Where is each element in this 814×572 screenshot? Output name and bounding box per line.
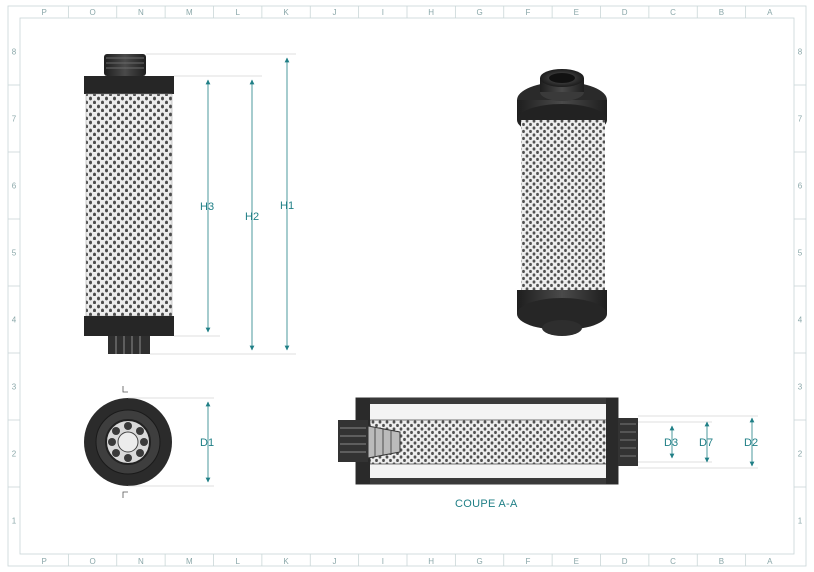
section-dimension-lines xyxy=(638,415,758,469)
grid-col-label-bottom: L xyxy=(235,557,240,566)
filter-front-view xyxy=(84,54,174,354)
grid-col-label-top: B xyxy=(719,8,724,17)
filter-top-view xyxy=(84,386,172,498)
grid-row-label-left: 5 xyxy=(12,249,17,258)
dimension-d1-label: D1 xyxy=(200,437,214,449)
grid-col-label-top: F xyxy=(525,8,530,17)
grid-col-label-top: E xyxy=(574,8,579,17)
grid-row-label-left: 6 xyxy=(12,182,17,191)
section-caption: COUPE A-A xyxy=(455,498,518,510)
grid-row-label-left: 3 xyxy=(12,383,17,392)
grid-row-label-left: 7 xyxy=(12,115,17,124)
grid-row-label-left: 2 xyxy=(12,450,17,459)
grid-col-label-bottom: E xyxy=(574,557,579,566)
grid-col-label-top: H xyxy=(428,8,434,17)
grid-col-label-top: N xyxy=(138,8,144,17)
grid-col-label-bottom: J xyxy=(332,557,336,566)
grid-row-label-right: 7 xyxy=(798,115,803,124)
grid-row-label-right: 2 xyxy=(798,450,803,459)
grid-col-label-top: C xyxy=(670,8,676,17)
d1-dimension-line xyxy=(128,397,214,487)
grid-col-label-top: O xyxy=(89,8,95,17)
grid-col-label-bottom: F xyxy=(525,557,530,566)
grid-row-label-right: 5 xyxy=(798,249,803,258)
grid-row-label-right: 4 xyxy=(798,316,803,325)
dimension-h1-label: H1 xyxy=(280,200,294,212)
grid-col-label-bottom: G xyxy=(476,557,482,566)
dimension-d3-label: D3 xyxy=(664,437,678,449)
dimension-d2-label: D2 xyxy=(744,437,758,449)
grid-col-label-top: P xyxy=(42,8,47,17)
grid-col-label-top: I xyxy=(382,8,384,17)
grid-col-label-bottom: A xyxy=(767,557,773,566)
grid-col-label-top: D xyxy=(622,8,628,17)
grid-row-label-right: 3 xyxy=(798,383,803,392)
grid-row-label-right: 6 xyxy=(798,182,803,191)
filter-isometric-view xyxy=(517,69,607,336)
grid-col-label-top: K xyxy=(283,8,289,17)
grid-col-label-bottom: H xyxy=(428,557,434,566)
grid-col-label-top: L xyxy=(235,8,240,17)
grid-row-label-left: 4 xyxy=(12,316,17,325)
grid-row-label-left: 1 xyxy=(12,517,17,526)
grid-labels: P P O O N N M M L L K K J J I I H H G G F F E E D D C C B B A A 8 8 7 7 6 6 5 5… xyxy=(8,6,806,566)
dimension-h3-label: H3 xyxy=(200,201,214,213)
grid-col-label-bottom: K xyxy=(283,557,289,566)
grid-col-label-bottom: I xyxy=(382,557,384,566)
grid-col-label-bottom: N xyxy=(138,557,144,566)
grid-col-label-top: J xyxy=(332,8,336,17)
dimension-d7-label: D7 xyxy=(699,437,713,449)
grid-col-label-bottom: B xyxy=(719,557,724,566)
grid-col-label-bottom: D xyxy=(622,557,628,566)
grid-col-label-bottom: O xyxy=(89,557,95,566)
grid-col-label-bottom: C xyxy=(670,557,676,566)
dimension-h2-label: H2 xyxy=(245,211,259,223)
grid-col-label-top: M xyxy=(186,8,193,17)
grid-row-label-left: 8 xyxy=(12,48,17,57)
grid-row-label-right: 8 xyxy=(798,48,803,57)
grid-col-label-top: G xyxy=(476,8,482,17)
grid-col-label-top: A xyxy=(767,8,773,17)
grid-col-label-bottom: M xyxy=(186,557,193,566)
grid-row-label-right: 1 xyxy=(798,517,803,526)
filter-section-view xyxy=(338,397,638,485)
front-dimension-lines xyxy=(146,53,296,355)
grid-col-label-bottom: P xyxy=(42,557,47,566)
